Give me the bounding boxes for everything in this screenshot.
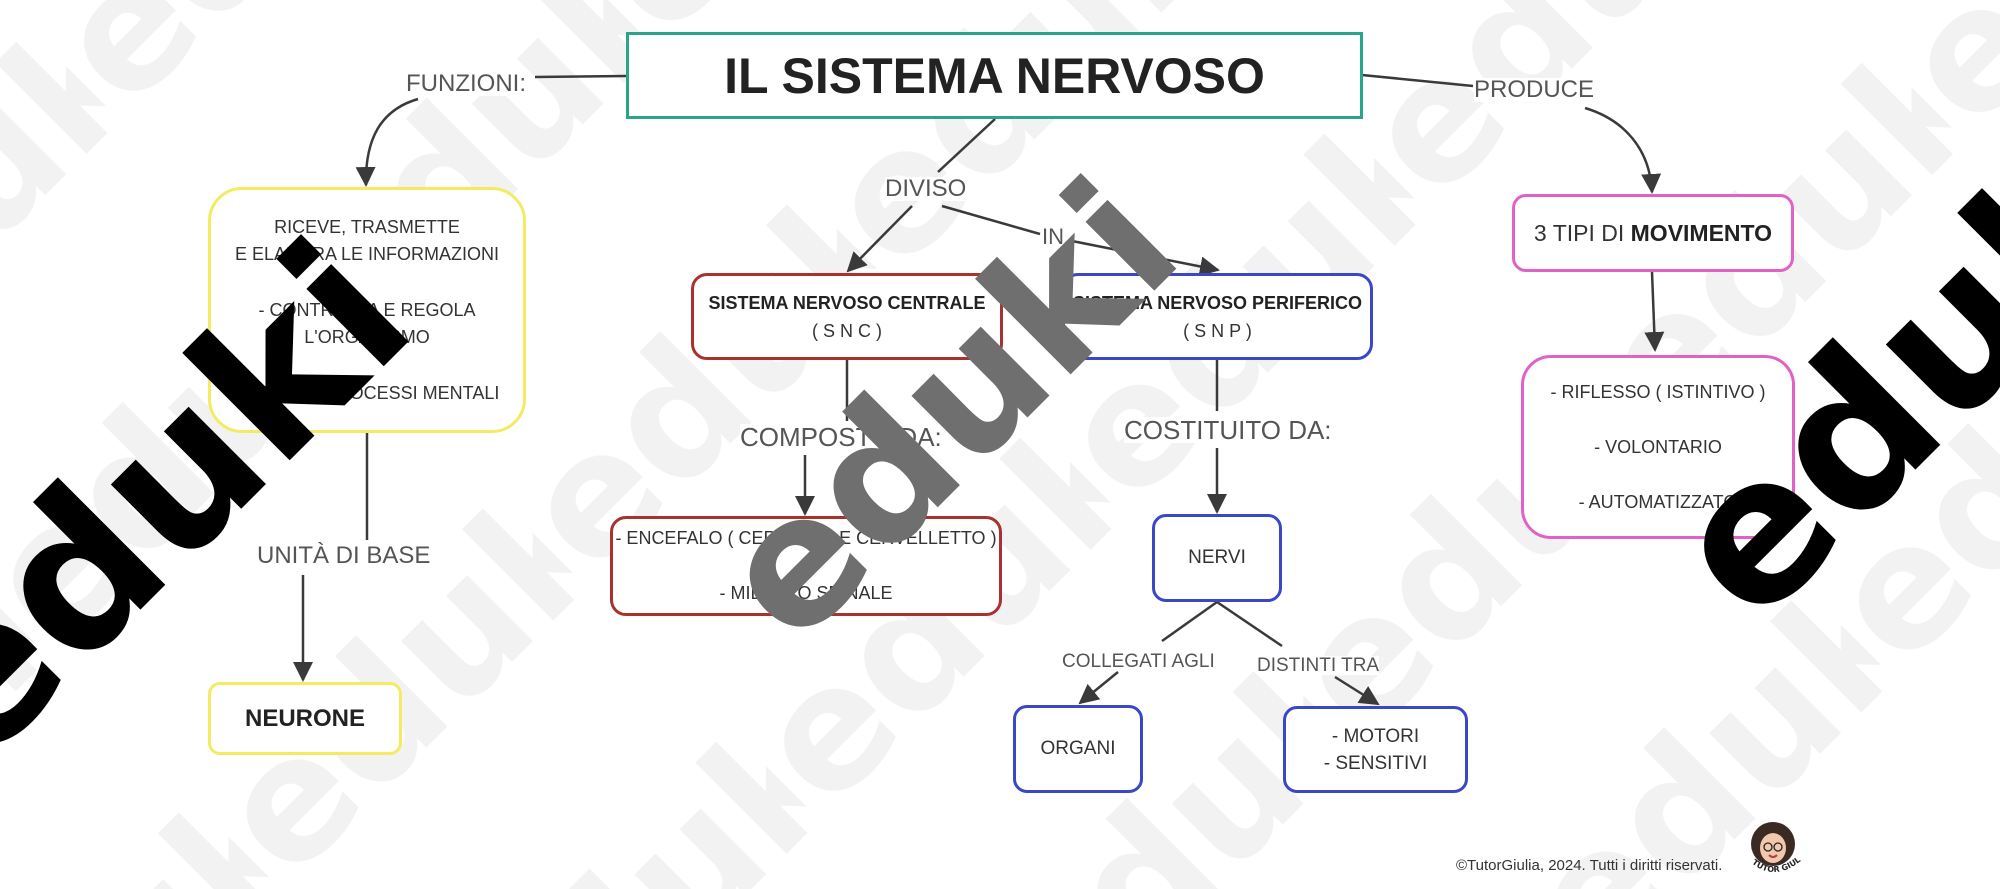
- neurone-label: NEURONE: [244, 704, 365, 732]
- funzioni-line-5: - FORMA I PROCESSI MENTALI: [234, 382, 500, 403]
- label-produce: PRODUCE: [1474, 76, 1595, 103]
- label-diviso: DIVISO: [885, 175, 967, 202]
- snc-abbr: ( S N C ): [812, 320, 882, 341]
- label-distinti-tra: DISTINTI TRA: [1257, 655, 1380, 676]
- label-costituito-da: COSTITUITO DA:: [1124, 415, 1332, 445]
- label-funzioni: FUNZIONI:: [406, 70, 526, 97]
- movimento-automatizzato: - AUTOMATIZZATO: [1578, 492, 1738, 512]
- movimento-box: 3 TIPI DI MOVIMENTO: [1512, 194, 1794, 272]
- funzioni-box: RICEVE, TRASMETTE E ELABORA LE INFORMAZI…: [208, 187, 526, 433]
- snp-name: SISTEMA NERVOSO PERIFERICO: [1072, 292, 1363, 313]
- snc-parts-line-2: - MIDOLLO SPINALE: [719, 583, 893, 603]
- movimento-bold: MOVIMENTO: [1630, 219, 1773, 246]
- copyright-footer: ©TutorGiulia, 2024. Tutti i diritti rise…: [1456, 857, 1723, 874]
- nervi-label: NERVI: [1188, 547, 1246, 568]
- snc-parts-box: - ENCEFALO ( CERVELLO E CERVELLETTO ) - …: [610, 516, 1002, 616]
- snc-box: SISTEMA NERVOSO CENTRALE ( S N C ): [691, 273, 1003, 360]
- funzioni-line-1: RICEVE, TRASMETTE: [274, 216, 460, 237]
- label-in: IN: [1042, 224, 1064, 249]
- nervi-box: NERVI: [1152, 514, 1282, 602]
- funzioni-line-2: E ELABORA LE INFORMAZIONI: [234, 243, 500, 264]
- motori-sensitivi-box: - MOTORI - SENSITIVI: [1283, 706, 1468, 793]
- organi-box: ORGANI: [1013, 705, 1143, 793]
- page-title: IL SISTEMA NERVOSO: [724, 47, 1265, 104]
- snp-abbr: ( S N P ): [1183, 320, 1252, 341]
- movimento-types-box: - RIFLESSO ( ISTINTIVO ) - VOLONTARIO - …: [1521, 355, 1795, 539]
- movimento-prefix: 3 TIPI DI: [1533, 219, 1631, 246]
- sensitivi-label: - SENSITIVI: [1323, 752, 1428, 774]
- title-node: IL SISTEMA NERVOSO: [626, 32, 1363, 119]
- movimento-riflesso: - RIFLESSO ( ISTINTIVO ): [1550, 382, 1766, 402]
- label-collegati-agli: COLLEGATI AGLI: [1062, 651, 1215, 672]
- organi-label: ORGANI: [1040, 738, 1116, 759]
- motori-label: - MOTORI: [1331, 725, 1420, 747]
- movimento-volontario: - VOLONTARIO: [1594, 437, 1722, 457]
- snc-parts-line-1: - ENCEFALO ( CERVELLO E CERVELLETTO ): [615, 528, 997, 548]
- label-composto-da: COMPOSTO DA:: [740, 422, 942, 452]
- funzioni-line-3: - CONTROLLA E REGOLA: [258, 299, 476, 320]
- tutor-avatar-icon: TUTOR GIULIA: [1740, 812, 1802, 874]
- neurone-box: NEURONE: [208, 682, 402, 755]
- funzioni-line-4: L'ORGANISMO: [304, 326, 430, 347]
- label-unita-di-base: UNITÀ DI BASE: [257, 542, 431, 569]
- snp-box: SISTEMA NERVOSO PERIFERICO ( S N P ): [1062, 273, 1373, 360]
- snc-name: SISTEMA NERVOSO CENTRALE: [708, 292, 986, 313]
